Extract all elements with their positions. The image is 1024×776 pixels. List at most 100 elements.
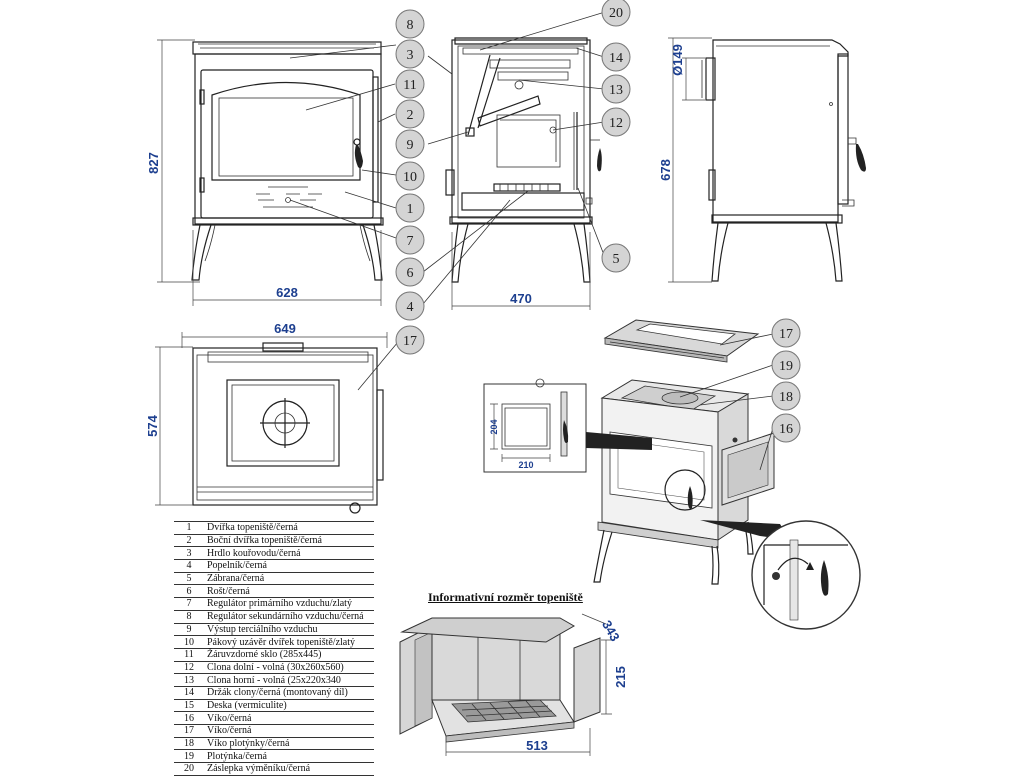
part-name: Držák clony/černá (montovaný díl) [204, 686, 374, 700]
part-name: Záslepka výměníku/černá [204, 762, 374, 776]
callout-bubble-17 [395, 325, 425, 355]
part-number: 17 [174, 724, 204, 738]
part-name: Clona horní - volná (25x220x340 [204, 673, 374, 687]
side-dimensions: 678 Ø149 [658, 37, 712, 283]
callout-label-6: 6 [407, 266, 414, 281]
part-name: Pákový uzávěr dvířek topeniště/zlatý [204, 635, 374, 649]
part-name: Víko/černá [204, 724, 374, 738]
front-dimensions: 827 628 [146, 39, 382, 306]
part-number: 7 [174, 597, 204, 611]
part-name: Plotýnka/černá [204, 749, 374, 764]
callout-bubble-11 [395, 69, 425, 99]
callout-bubble-5 [601, 243, 631, 273]
part-number: 20 [174, 762, 204, 776]
callout-label-17: 17 [403, 334, 417, 349]
dim-top-depth: 574 [145, 414, 160, 436]
callout-bubble-2 [395, 99, 425, 129]
part-number: 15 [174, 699, 204, 713]
callout-bubble-17 [771, 318, 801, 348]
part-number: 13 [174, 673, 204, 687]
callout-bubble-20 [601, 0, 631, 27]
dim-section-depth: 470 [510, 291, 532, 306]
callout-label-12: 12 [609, 116, 623, 131]
part-number: 10 [174, 635, 204, 649]
side-view [701, 39, 866, 282]
callout-bubble-9 [395, 129, 425, 159]
part-name: Regulátor sekundárního vzduchu/černá [204, 610, 374, 624]
dim-front-width: 628 [276, 285, 298, 300]
firebox-view [399, 617, 601, 743]
part-name: Zábrana/černá [204, 572, 374, 586]
callout-label-5: 5 [613, 252, 620, 267]
leader-lines [289, 11, 774, 471]
callout-label-20: 20 [609, 6, 623, 21]
callout-label-3: 3 [407, 48, 414, 63]
callout-label-17: 17 [779, 327, 793, 342]
part-number: 6 [174, 584, 204, 599]
part-number: 14 [174, 686, 204, 700]
dim-flue-diameter: Ø149 [670, 44, 685, 76]
callout-label-7: 7 [407, 234, 414, 249]
part-number: 12 [174, 661, 204, 675]
callout-label-4: 4 [407, 300, 414, 315]
callout-bubble-12 [601, 107, 631, 137]
part-name: Clona dolní - volná (30x260x560) [204, 661, 374, 675]
part-number: 4 [174, 559, 204, 573]
callout-bubble-18 [771, 381, 801, 411]
callout-label-16: 16 [779, 422, 793, 437]
part-number: 3 [174, 546, 204, 561]
section-view [445, 37, 602, 283]
callout-bubble-10 [395, 161, 425, 191]
firebox-title: Informativní rozměr topeniště [428, 590, 583, 604]
dim-firebox-height: 215 [613, 666, 628, 688]
part-name: Dvířka topeniště/černá [204, 521, 374, 535]
part-name: Hrdlo kouřovodu/černá [204, 546, 374, 561]
callout-label-13: 13 [609, 83, 623, 98]
dim-front-height: 827 [146, 152, 161, 174]
part-number: 9 [174, 623, 204, 637]
iso-detail-dimensions: 204 210 [489, 419, 534, 470]
callout-label-14: 14 [609, 51, 623, 66]
part-name: Víko/černá [204, 711, 374, 725]
isometric-view [483, 319, 861, 630]
callout-bubble-6 [395, 257, 425, 287]
part-name: Deska (vermiculite) [204, 699, 374, 713]
dim-top-width: 649 [274, 321, 296, 336]
part-name: Víko plotýnky/černá [204, 737, 374, 751]
callout-bubble-8 [395, 9, 425, 39]
callout-label-2: 2 [407, 108, 414, 123]
callout-bubble-19 [771, 350, 801, 380]
callout-label-11: 11 [403, 78, 416, 93]
part-number: 18 [174, 737, 204, 751]
callout-bubble-14 [601, 42, 631, 72]
callout-bubble-4 [395, 291, 425, 321]
dim-side-height: 678 [658, 159, 673, 181]
callout-label-8: 8 [407, 18, 414, 33]
part-name: Boční dvířka topeniště/černá [204, 534, 374, 548]
part-name: Popelník/černá [204, 559, 374, 573]
dim-detail-width: 210 [518, 460, 533, 470]
part-name: Regulátor primárního vzduchu/zlatý [204, 597, 374, 611]
callout-label-18: 18 [779, 390, 793, 405]
part-number: 2 [174, 534, 204, 548]
part-name: Výstup terciálního vzduchu [204, 623, 374, 637]
